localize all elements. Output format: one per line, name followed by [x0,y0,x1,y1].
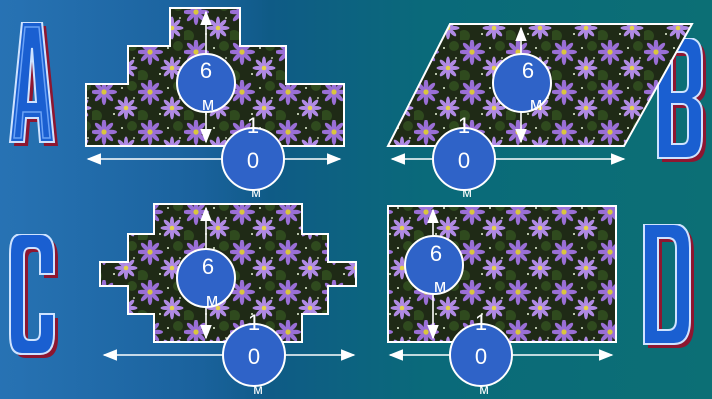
letter-c-label[interactable]: C [8,234,60,362]
figure-b-width-bubble: 1 0 м [432,113,496,200]
figure-c-width-bubble: 1 0 м [222,310,286,397]
figure-d-width-digit-0: 0 [475,344,487,369]
figure-d-height-value: 6 [430,241,442,266]
letter-d-label[interactable]: D [642,224,698,354]
figure-b-height-unit: м [530,94,542,114]
letter-b-label[interactable]: B [656,38,708,168]
figure-b-width-unit: м [462,184,472,200]
figure-a-height-bubble: 6 м [176,53,236,114]
figure-b-height-value: 6 [522,58,534,83]
figure-d-width-bubble: 1 0 м [449,310,513,397]
figure-a-width-unit: м [251,184,261,200]
figure-c-height-unit: м [206,290,218,310]
figure-a-height-value: 6 [200,58,212,83]
figure-b-width-digit-1: 1 [458,113,470,138]
figure-b-height-bubble: 6 м [492,53,552,114]
figure-c-width-digit-1: 1 [248,310,260,335]
figure-a-height-unit: м [202,94,214,114]
figure-a-width-digit-1: 1 [247,113,259,138]
letter-a-label[interactable]: A [8,22,60,150]
figure-a-width-digit-0: 0 [247,148,259,173]
figure-b-width-digit-0: 0 [458,148,470,173]
figure-d-width-digit-1: 1 [475,310,487,335]
figure-c-height-bubble: 6 м [176,248,236,310]
figure-c-height-value: 6 [202,254,214,279]
figure-c-width-digit-0: 0 [248,344,260,369]
figure-c-width-unit: м [253,381,263,397]
figure-d-height-unit: м [434,276,446,296]
figure-a-width-bubble: 1 0 м [221,113,285,200]
figure-d-height-bubble: 6 м [404,235,464,296]
figure-d-width-unit: м [479,381,489,397]
